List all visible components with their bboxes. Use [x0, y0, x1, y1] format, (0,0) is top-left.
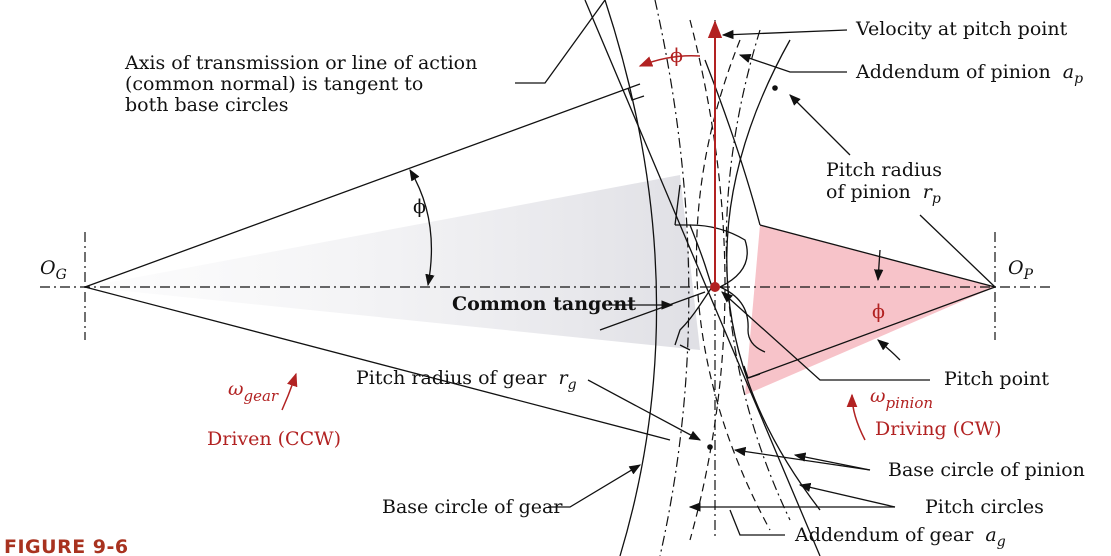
addendum-gear-symbol: a [985, 524, 996, 546]
addendum-gear-text: Addendum of gear [794, 524, 974, 546]
pitch-circles-label: Pitch circles [925, 496, 1044, 518]
og-label: OG [40, 257, 67, 283]
pitch-radius-gear-symbol: r [558, 367, 569, 389]
gear-tooth-lower [679, 344, 691, 351]
pinion-phi-arc-lower [877, 339, 901, 361]
pitch-circles-leader-1 [798, 482, 896, 508]
base-circle-pinion-leader-2 [733, 446, 871, 471]
gear-phi-arc [409, 168, 435, 287]
top-phi-label: ϕ [670, 45, 683, 67]
pinion-tooth-profile [689, 224, 766, 353]
addendum-gear-subscript: g [997, 534, 1006, 550]
omega-pinion-symbol: ω [870, 385, 886, 407]
og-subscript: G [56, 267, 67, 283]
gear-right-angle [627, 87, 645, 101]
pitch-radius-gear-label: Pitch radius of gear rg [356, 367, 577, 393]
figure-label: FIGURE 9-6 [4, 536, 129, 556]
addendum-pinion-dot [772, 85, 778, 91]
gear-tooth-left [674, 184, 681, 226]
addendum-pinion-text: Addendum of pinion [855, 61, 1051, 83]
gear-phi-label: ϕ [413, 196, 426, 218]
pitch-radius-gear-subscript: g [568, 377, 577, 393]
addendum-pinion-leader [738, 53, 847, 73]
pinion-addendum-circle [695, 39, 771, 531]
axis-label-line2: (common normal) is tangent to [125, 73, 423, 95]
gear-base-circle [604, 0, 658, 556]
pinion-radius-to-base [747, 286, 996, 379]
pinion-radius-upper [759, 224, 996, 288]
top-phi-arc [638, 54, 701, 67]
pitch-radius-pinion-radius [919, 214, 996, 288]
velocity-leader [721, 29, 848, 40]
driving-label: Driving (CW) [875, 418, 1002, 440]
pinion-shaded-sector [745, 225, 995, 395]
pinion-phi-label: ϕ [872, 301, 885, 323]
op-letter: O [1008, 257, 1024, 279]
addendum-gear-dot [707, 444, 713, 450]
line-of-action [584, 0, 821, 556]
pitch-radius-pinion-symbol: r [923, 181, 934, 203]
base-circle-pinion-label: Base circle of pinion [888, 459, 1085, 481]
pitch-radius-pinion-text: of pinion [826, 181, 911, 203]
driven-label: Driven (CCW) [207, 428, 341, 450]
pitch-radius-pinion-subscript: p [932, 191, 941, 207]
base-circle-gear-leader [548, 464, 642, 508]
addendum-pinion-subscript: p [1074, 71, 1083, 87]
addendum-gear-leader [729, 509, 785, 536]
op-subscript: P [1023, 267, 1034, 283]
gear-radius-lower [84, 286, 671, 441]
pitch-radius-pinion-leader [789, 94, 851, 156]
axis-label-line3: both base circles [125, 94, 289, 116]
omega-pinion-label: ωpinion [870, 385, 933, 412]
pitch-radius-pinion-label-2: of pinion rp [826, 181, 941, 207]
pinion-rotation-arrow [846, 393, 866, 441]
pinion-phi-arc-upper [874, 249, 884, 282]
addendum-pinion-symbol: a [1063, 61, 1074, 83]
pitch-point-label: Pitch point [944, 368, 1049, 390]
gear-pitch-circle [654, 0, 690, 556]
gear-shaded-sector [85, 175, 700, 350]
omega-gear-subscript: gear [244, 387, 279, 405]
pitch-radius-pinion-label-1: Pitch radius [826, 159, 942, 181]
base-circle-gear-label: Base circle of gear [382, 496, 563, 518]
gear-radius-to-base-line [84, 83, 641, 288]
omega-pinion-subscript: pinion [886, 394, 934, 412]
gear-rotation-arrow [281, 372, 298, 411]
og-letter: O [40, 257, 56, 279]
common-tangent-label: Common tangent [452, 293, 636, 315]
omega-gear-symbol: ω [228, 378, 244, 400]
addendum-gear-label: Addendum of gear ag [794, 524, 1006, 550]
addendum-pinion-label: Addendum of pinion ap [855, 61, 1083, 87]
pitch-radius-gear-leader-2 [587, 379, 702, 441]
op-label: OP [1008, 257, 1034, 283]
pitch-point-dot [710, 282, 720, 292]
axis-leader [515, 0, 606, 84]
axis-label-line1: Axis of transmission or line of action [124, 52, 477, 74]
pitch-point-leader [721, 291, 930, 381]
velocity-label: Velocity at pitch point [855, 18, 1068, 40]
pitch-radius-gear-leader [599, 291, 706, 331]
pinion-right-angle [743, 365, 761, 379]
omega-gear-label: ωgear [228, 378, 279, 405]
pinion-outer-curve [704, 59, 761, 226]
pitch-radius-gear-text: Pitch radius of gear [356, 367, 547, 389]
